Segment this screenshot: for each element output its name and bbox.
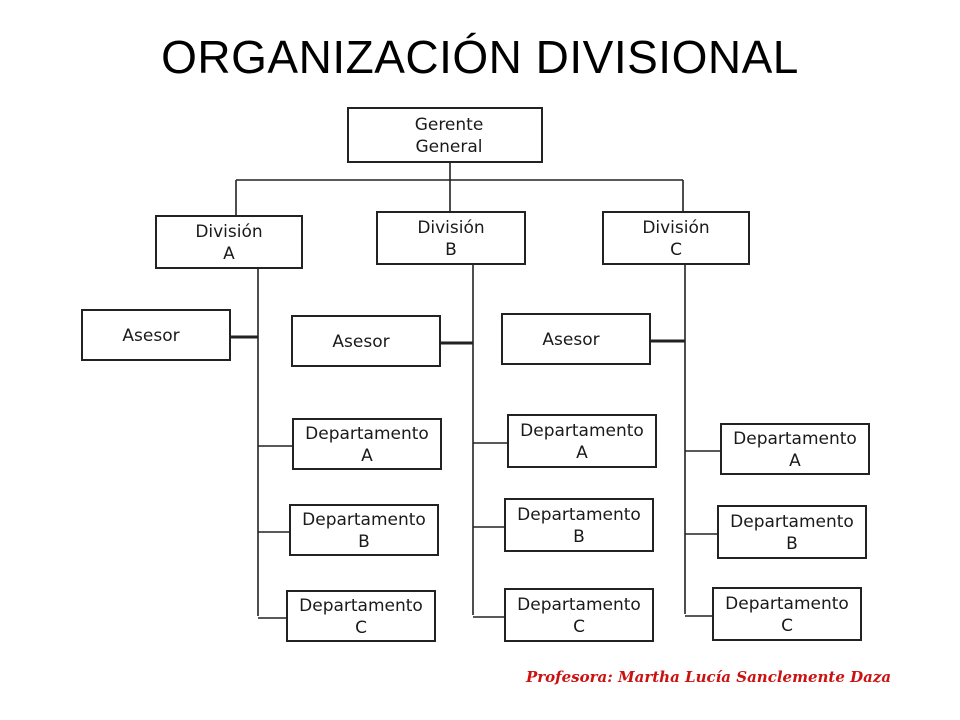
division-3-department-2-box-frame	[717, 505, 867, 559]
asesor-1-box-label-1: Asesor	[122, 326, 179, 346]
division-2-department-2-box-label-1: Departamento	[517, 505, 641, 525]
gerente-general-box-frame	[347, 107, 543, 163]
division-1-box-frame	[155, 215, 303, 269]
division-2-department-3-box-label-2: C	[573, 617, 585, 637]
asesor-1-box-frame	[81, 309, 231, 361]
division-1-box-label-2: A	[223, 244, 235, 264]
division-2-box-label-1: División	[417, 218, 484, 238]
asesor-3-box-frame	[501, 313, 651, 365]
division-3-department-3-box-label-2: C	[781, 616, 793, 636]
division-2-department-2-box-frame	[504, 498, 654, 552]
division-2-box-frame	[376, 211, 526, 265]
footer-credit: Profesora: Martha Lucía Sanclemente Daza	[526, 668, 892, 686]
division-1-department-1-box-label-1: Departamento	[305, 424, 429, 444]
division-2-department-3-box-frame	[504, 588, 654, 642]
division-1-box-label-1: División	[195, 222, 262, 242]
division-2-department-1-box-label-1: Departamento	[520, 421, 644, 441]
division-3-department-1-box-label-1: Departamento	[733, 429, 857, 449]
division-2-department-3-box-label-1: Departamento	[517, 595, 641, 615]
division-3-department-3-box-label-1: Departamento	[725, 594, 849, 614]
asesor-2-box: Asesor	[291, 315, 441, 367]
division-1-department-2-box-label-2: B	[358, 532, 370, 552]
asesor-3-box: Asesor	[501, 313, 651, 365]
division-1-department-3-box-label-1: Departamento	[299, 596, 423, 616]
gerente-general-box-label-1: Gerente	[415, 115, 484, 135]
division-3-department-2-box-label-1: Departamento	[730, 512, 854, 532]
division-3-department-3-box-frame	[712, 587, 862, 641]
asesor-2-box-label-1: Asesor	[332, 332, 389, 352]
division-3-department-1-box-label-2: A	[789, 451, 801, 471]
asesor-3-box-label-1: Asesor	[542, 330, 599, 350]
division-1-department-2-box-label-1: Departamento	[302, 510, 426, 530]
division-1-department-1-box-frame	[292, 418, 442, 470]
asesor-1-box: Asesor	[81, 309, 231, 361]
gerente-general-box-label-2: General	[416, 137, 483, 157]
division-3-box-label-2: C	[670, 240, 682, 260]
division-2-department-1-box-frame	[507, 414, 657, 468]
division-1-department-1-box-label-2: A	[361, 446, 373, 466]
division-1-department-3-box-label-2: C	[355, 618, 367, 638]
asesor-2-box-frame	[291, 315, 441, 367]
division-3-department-2-box-label-2: B	[786, 534, 798, 554]
division-2-box-label-2: B	[445, 240, 457, 260]
division-3-department-1-box-frame	[720, 423, 870, 475]
division-2-department-2-box-label-2: B	[573, 527, 585, 547]
slide-title: ORGANIZACIÓN DIVISIONAL	[161, 31, 799, 83]
division-2-department-1-box-label-2: A	[576, 443, 588, 463]
division-3-box-label-1: División	[642, 218, 709, 238]
division-1-department-3-box-frame	[286, 590, 436, 642]
division-1-department-2-box-frame	[289, 504, 439, 556]
division-3-box-frame	[602, 211, 750, 265]
